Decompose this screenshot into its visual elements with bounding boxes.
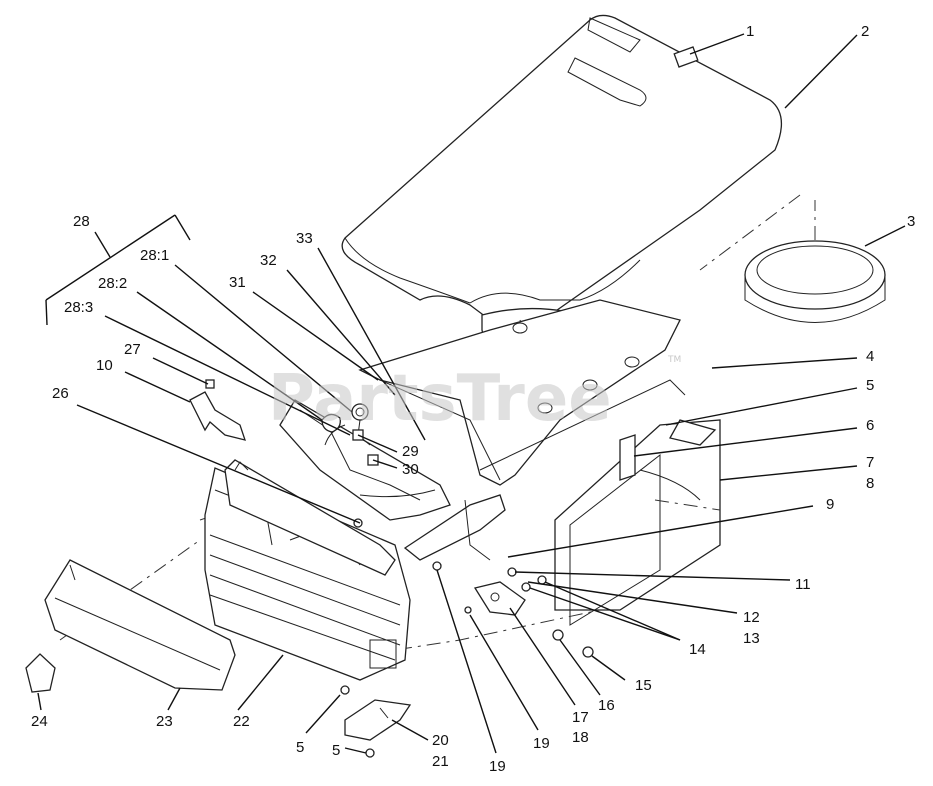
callout-23[interactable]: 23	[156, 713, 173, 730]
callout-3[interactable]: 3	[907, 213, 915, 230]
callout-8[interactable]: 8	[866, 475, 874, 492]
callout-24[interactable]: 24	[31, 713, 48, 730]
callout-32[interactable]: 32	[260, 252, 277, 269]
callout-labels: 1 2 3 4 5 6 7 8 9 11 12 13 14 15 16 17 1…	[31, 23, 915, 775]
mount-bracket-part-9[interactable]	[403, 494, 506, 561]
callout-19-left[interactable]: 19	[489, 758, 506, 775]
bracket-part-6[interactable]	[619, 434, 636, 481]
callout-15[interactable]: 15	[635, 677, 652, 694]
pivot-plate-part-17[interactable]	[473, 581, 526, 616]
callout-6[interactable]: 6	[866, 417, 874, 434]
callout-28[interactable]: 28	[73, 213, 90, 230]
callout-30[interactable]: 30	[402, 461, 419, 478]
decal-part[interactable]	[673, 46, 699, 68]
watermark-text: PartsTree	[268, 362, 612, 436]
callout-14[interactable]: 14	[689, 641, 706, 658]
callout-5[interactable]: 5	[866, 377, 874, 394]
callout-9[interactable]: 9	[826, 496, 834, 513]
callout-20[interactable]: 20	[432, 732, 449, 749]
callout-28-2[interactable]: 28:2	[98, 275, 127, 292]
callout-2[interactable]: 2	[861, 23, 869, 40]
callout-12[interactable]: 12	[743, 609, 760, 626]
callout-13[interactable]: 13	[743, 630, 760, 647]
grille-bezel-part[interactable]	[224, 459, 396, 576]
emblem-part[interactable]	[25, 653, 56, 693]
callout-33[interactable]: 33	[296, 230, 313, 247]
callout-27[interactable]: 27	[124, 341, 141, 358]
callout-7[interactable]: 7	[866, 454, 874, 471]
callout-28-3[interactable]: 28:3	[64, 299, 93, 316]
lower-mount-bracket-part-20[interactable]	[344, 699, 412, 741]
callout-5-lower[interactable]: 5	[296, 739, 304, 756]
bumper-part[interactable]	[44, 559, 236, 691]
ring-part[interactable]	[744, 240, 886, 323]
side-panel-part[interactable]	[554, 419, 721, 626]
callout-5-bottom[interactable]: 5	[332, 742, 340, 759]
leader-lines	[37, 33, 906, 754]
watermark-trademark: TM	[667, 355, 681, 365]
frame-part[interactable]	[358, 299, 686, 486]
clip-part-27[interactable]	[205, 379, 215, 389]
clip-part-5[interactable]	[669, 419, 717, 446]
callout-16[interactable]: 16	[598, 697, 615, 714]
callout-31[interactable]: 31	[229, 274, 246, 291]
hardware-nuts[interactable]	[432, 561, 594, 658]
callout-17[interactable]: 17	[572, 709, 589, 726]
callout-28-1[interactable]: 28:1	[140, 247, 169, 264]
callout-29[interactable]: 29	[402, 443, 419, 460]
callout-11[interactable]: 11	[795, 576, 811, 593]
bracket-part-10[interactable]	[189, 391, 246, 441]
callout-21[interactable]: 21	[432, 753, 449, 770]
callout-10[interactable]: 10	[96, 357, 113, 374]
callout-19-right[interactable]: 19	[533, 735, 550, 752]
callout-4[interactable]: 4	[866, 348, 874, 365]
callout-22[interactable]: 22	[233, 713, 250, 730]
callout-18[interactable]: 18	[572, 729, 589, 746]
callout-26[interactable]: 26	[52, 385, 69, 402]
callout-1[interactable]: 1	[746, 23, 754, 40]
hood-part[interactable]	[341, 14, 782, 359]
headlight-housing-part[interactable]	[279, 399, 451, 521]
